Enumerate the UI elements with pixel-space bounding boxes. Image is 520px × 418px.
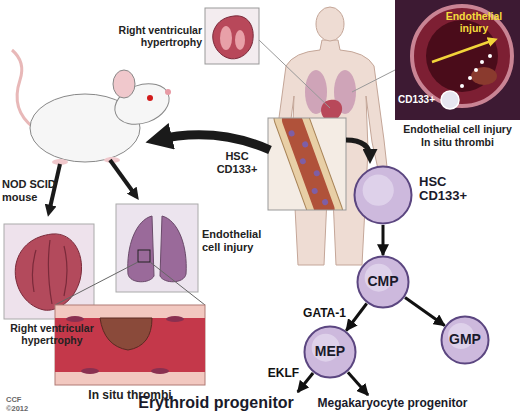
cell-fate-label: Megakaryocyte progenitor: [310, 395, 475, 413]
heart-inset: [205, 8, 259, 64]
heart-chamber: [235, 30, 245, 50]
marrow-cell: [301, 141, 309, 149]
endothelial-cell: [66, 316, 84, 322]
transcription-factor-label: GATA-1: [303, 306, 346, 320]
organ-caption: Right ventricular hypertrophy: [0, 322, 104, 346]
bone-inset: [268, 118, 346, 210]
lineage-arrow: [348, 372, 368, 395]
organ-caption: Endothelial cell injury: [202, 228, 274, 253]
node-text: MEP: [315, 344, 345, 359]
zoom-box: [138, 250, 150, 262]
mouse-nose: [165, 89, 171, 95]
thrombus: [100, 318, 152, 350]
node-text: HSC CD133+: [419, 175, 481, 204]
endothelial-cell: [166, 316, 184, 322]
vessel-inset: [395, 0, 520, 120]
heart-illustration: [15, 234, 81, 310]
organ-caption: Right ventricular hypertrophy: [92, 24, 202, 48]
node-text: Erythroid progenitor: [138, 394, 294, 412]
node-text: GMP: [449, 332, 481, 347]
thrombus: [471, 67, 497, 85]
heart-illustration: [213, 16, 253, 59]
progenitor-cell: GMP: [440, 315, 490, 365]
cell-body: [442, 317, 489, 364]
lineage-arrow: [346, 304, 366, 331]
endothelial-cell: [81, 368, 99, 374]
lung-panel: [116, 204, 198, 292]
zoom-line: [55, 262, 138, 305]
lineage-arrow: [405, 298, 445, 326]
human-head: [316, 7, 344, 41]
progenitor-cell: CMP: [356, 255, 410, 309]
coronary-vessel: [32, 240, 67, 304]
inset-caption: Endothelial cell injury: [395, 123, 520, 135]
lineage-arrow: [298, 373, 313, 392]
lineage-arrow: [382, 225, 385, 255]
bone: [270, 118, 346, 210]
cell-dot: [488, 54, 492, 58]
cell-dot: [460, 84, 464, 88]
bone-marrow: [279, 118, 337, 210]
endothelial-cell: [151, 368, 169, 374]
cell-outline: [353, 165, 413, 225]
cell-dot: [474, 68, 478, 72]
mouse-tail: [12, 50, 34, 128]
inset-border: [268, 118, 346, 210]
transcription-factor-label: EKLF: [268, 366, 299, 380]
marrow-cell: [313, 169, 321, 177]
cell-body: [355, 167, 412, 224]
differentiation-arrow: [346, 140, 370, 158]
inset-caption: Endothelial injury: [438, 10, 510, 34]
cell-body: [305, 327, 356, 378]
cell-dot: [468, 76, 472, 80]
organ-arrow: [110, 160, 136, 196]
injury-arrow: [432, 40, 494, 62]
mouse: [12, 50, 175, 165]
mouse-ear: [113, 70, 135, 98]
marrow-cell: [288, 130, 296, 138]
vessel-wall: [412, 6, 512, 106]
heart-chamber: [220, 26, 232, 50]
node-text: Megakaryocyte progenitor: [317, 397, 467, 410]
copyright-note: CCF ©2012: [6, 396, 36, 413]
lung-illustration: [160, 216, 186, 282]
stem-cell: HSC CD133+: [353, 165, 413, 225]
cd133-cell: [441, 91, 459, 109]
node-text: CMP: [367, 274, 398, 289]
marrow-cell: [299, 157, 307, 165]
arrow-label: HSC CD133+: [208, 150, 266, 175]
leader-line: [259, 40, 330, 108]
transplant-arrow: [156, 135, 270, 150]
inset-caption: In situ thrombi: [395, 136, 520, 148]
lung-illustration: [128, 216, 154, 282]
progenitor-cell: MEP: [303, 325, 357, 379]
leader-line: [352, 70, 395, 92]
cell-marker-label: CD133+: [398, 94, 442, 106]
cell-fate-label: Erythroid progenitor: [125, 392, 307, 414]
cell-dot: [480, 60, 484, 64]
marrow-cell: [311, 187, 319, 195]
mouse-eye: [147, 95, 153, 101]
model-label: NOD SCID mouse: [2, 178, 64, 203]
marrow-cell: [321, 198, 329, 206]
inset-background: [395, 0, 520, 120]
cell-highlight: [363, 175, 394, 206]
zoom-line: [150, 262, 205, 305]
cell-body: [358, 257, 409, 308]
